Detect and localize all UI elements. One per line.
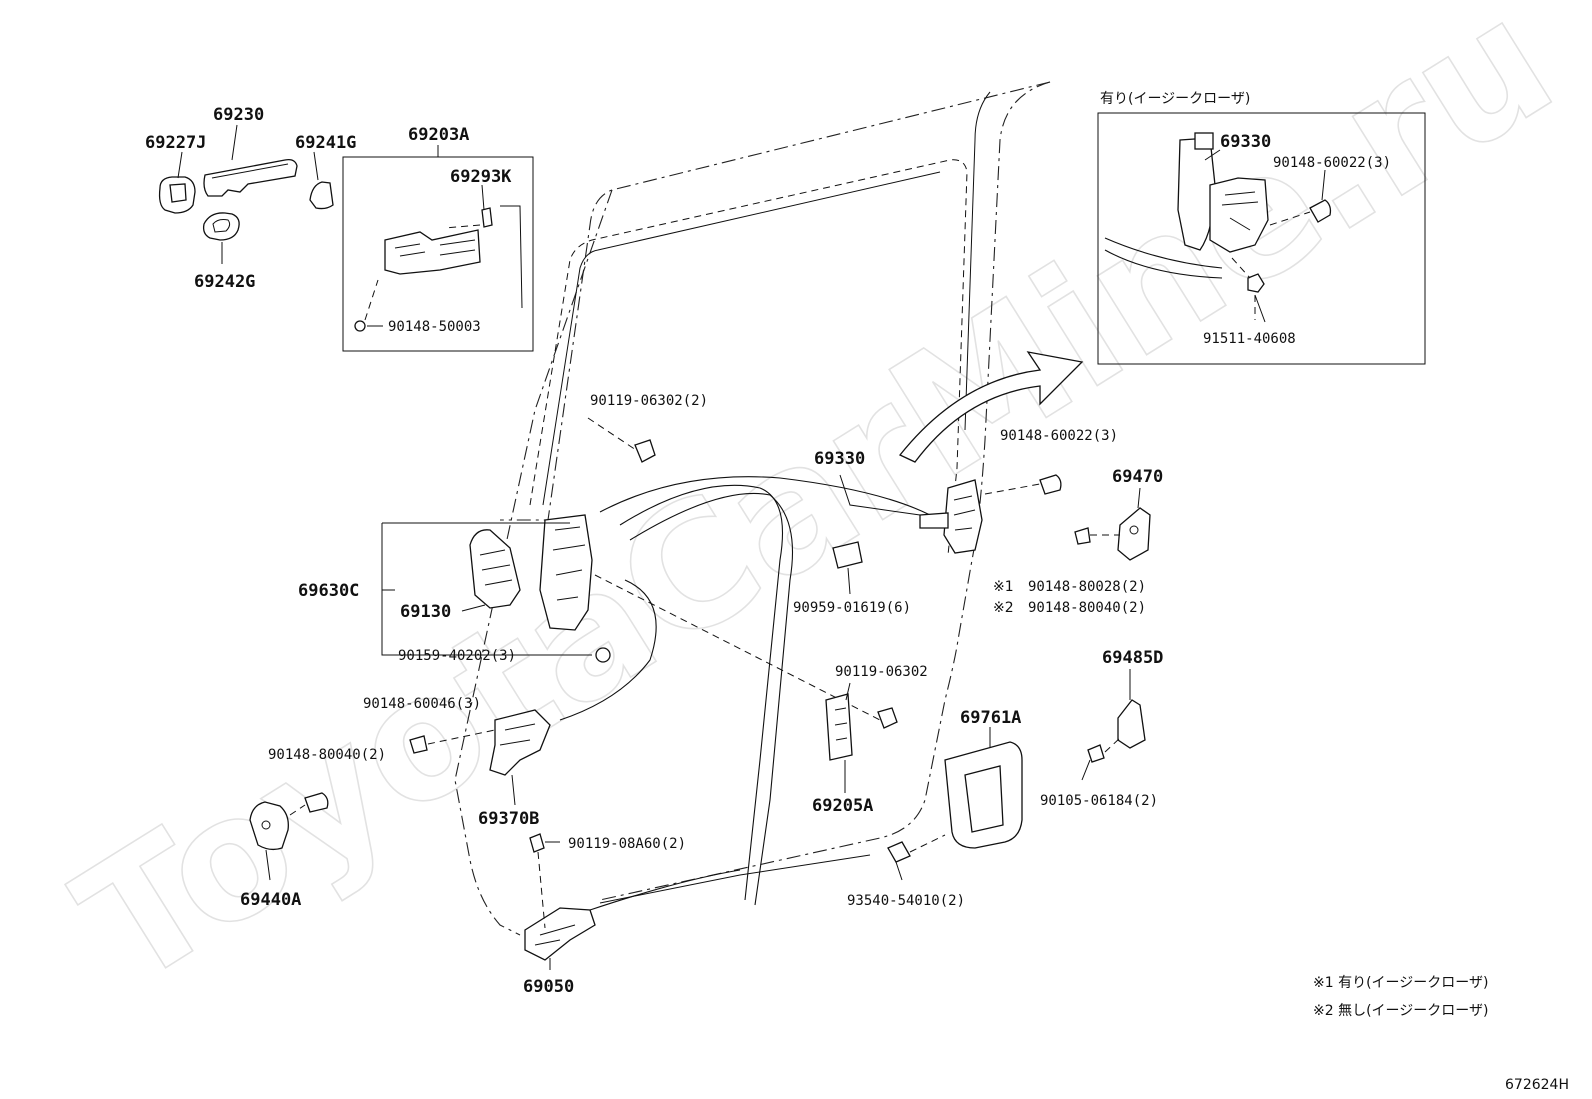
- label-90148-50003: 90148-50003: [388, 319, 481, 335]
- legend: ※1 有り(イージークローザ) ※2 無し(イージークローザ): [1313, 975, 1488, 1019]
- label-69761A: 69761A: [960, 708, 1021, 728]
- label-93540-54010: 93540-54010(2): [847, 893, 965, 909]
- direction-arrow: [898, 351, 1084, 463]
- legend-row-2: ※2 無し(イージークローザ): [1313, 1003, 1488, 1019]
- note2-prefix: ※2: [993, 600, 1014, 616]
- box-69203A: [342, 156, 534, 352]
- label-69440A: 69440A: [240, 890, 301, 910]
- door-body-outline: [454, 81, 1051, 936]
- note2-part: 90148-80040(2): [1028, 600, 1146, 616]
- hinge-69440A: [249, 792, 329, 851]
- watermark: ToyotaCarMine.ru: [47, 0, 1585, 1025]
- figure-id: 672624H: [1505, 1077, 1569, 1093]
- label-69370B: 69370B: [478, 809, 539, 829]
- part-labels: 69227J 69230 69241G 69242G 69203A 69293K…: [145, 91, 1391, 997]
- cover-69761A: [887, 741, 1023, 863]
- label-69330: 69330: [814, 449, 865, 469]
- label-69630C: 69630C: [298, 581, 359, 601]
- label-69050: 69050: [523, 977, 574, 997]
- label-69241G: 69241G: [295, 133, 356, 153]
- label-90119-06302-2: 90119-06302(2): [590, 393, 708, 409]
- label-69227J: 69227J: [145, 133, 206, 153]
- label-90148-80040: 90148-80040(2): [268, 747, 386, 763]
- lock-69370B: [409, 709, 551, 776]
- clip-90959: [832, 541, 863, 569]
- label-90148-60046: 90148-60046(3): [363, 696, 481, 712]
- label-69293K: 69293K: [450, 167, 512, 187]
- label-90105-06184: 90105-06184(2): [1040, 793, 1158, 809]
- label-69205A: 69205A: [812, 796, 873, 816]
- roller-69050: [524, 833, 596, 961]
- note1-part: 90148-80028(2): [1028, 579, 1146, 595]
- inset-label-91511-40608: 91511-40608: [1203, 331, 1296, 347]
- lock-assembly-69630C: [381, 514, 611, 663]
- label-90119-08A60: 90119-08A60(2): [568, 836, 686, 852]
- label-69242G: 69242G: [194, 272, 255, 292]
- lock-69330: [919, 474, 1062, 554]
- label-69485D: 69485D: [1102, 648, 1163, 668]
- inset-label-69330: 69330: [1220, 132, 1271, 152]
- striker-69470: [1074, 507, 1151, 561]
- handle-group: [158, 158, 334, 241]
- label-90119-06302: 90119-06302: [835, 664, 928, 680]
- bolts: [587, 417, 898, 761]
- inset-title: 有り(イージークローザ): [1100, 91, 1250, 107]
- cables: [559, 476, 931, 911]
- label-90959-01619: 90959-01619(6): [793, 600, 911, 616]
- label-90159-40202: 90159-40202(3): [398, 648, 516, 664]
- leader-lines: [177, 124, 1326, 970]
- label-90148-60022: 90148-60022(3): [1000, 428, 1118, 444]
- label-69470: 69470: [1112, 467, 1163, 487]
- inset-label-90148-60022: 90148-60022(3): [1273, 155, 1391, 171]
- note1-prefix: ※1: [993, 579, 1014, 595]
- label-69230: 69230: [213, 105, 264, 125]
- label-69203A: 69203A: [408, 125, 469, 145]
- hinge-69485D: [1087, 699, 1146, 763]
- inset-easy-closer: [1097, 112, 1426, 365]
- legend-row-1: ※1 有り(イージークローザ): [1313, 975, 1488, 991]
- label-69130: 69130: [400, 602, 451, 622]
